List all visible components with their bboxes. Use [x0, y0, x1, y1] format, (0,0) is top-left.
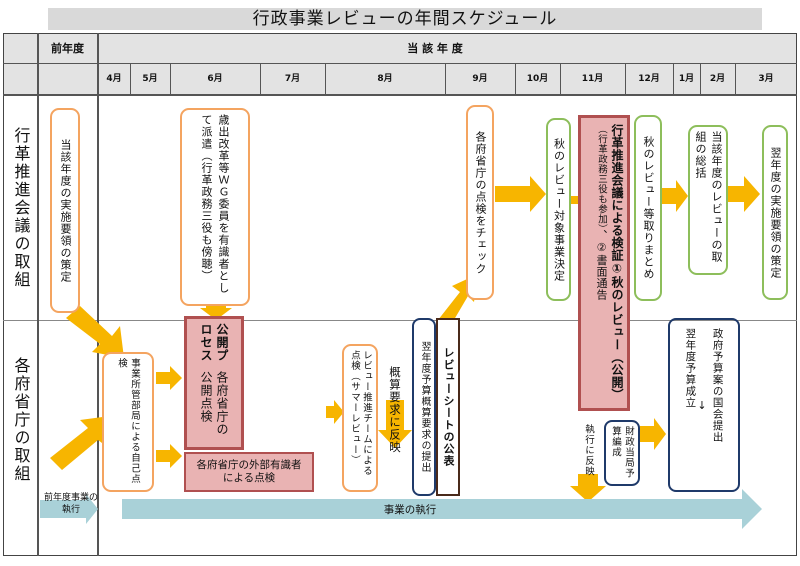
month-label: 3月: [758, 74, 774, 84]
label-exec-reflect: 執行に反映: [583, 423, 594, 477]
grid-line: [3, 63, 797, 64]
month-label: 12月: [638, 74, 660, 84]
month-label: 1月: [678, 74, 695, 84]
flow-arrow: [495, 176, 546, 212]
month-label: 11月: [581, 74, 604, 84]
month-label: 2月: [709, 74, 726, 84]
flow-arrows: [50, 176, 760, 502]
public-process-body: 各府省庁の公開点検: [199, 371, 229, 436]
verify-main: 行革推進会議による検証: [610, 124, 624, 262]
box-sheet-publish: レビューシートの公表: [436, 318, 460, 496]
label-prev-execution: 前年度事業の執行: [43, 493, 98, 515]
execution-arrow-current: [122, 489, 762, 529]
month-label: 8月: [377, 74, 393, 84]
box-public-process: 公開プロセス各府省庁の公開点検: [184, 316, 244, 450]
month-label: 9月: [472, 74, 488, 84]
box-summer-review: レビュー推進チームによる点検（サマーレビュー）: [342, 344, 378, 492]
grid-line: [3, 320, 797, 321]
box-self-check: 事業所管部局による自己点検: [102, 352, 154, 492]
flow-arrow: [378, 400, 412, 448]
header-background: [3, 33, 797, 95]
flow-arrow: [326, 400, 344, 424]
grid-line: [625, 63, 626, 95]
grid-line: [445, 63, 446, 95]
flow-arrow: [66, 306, 124, 358]
month-label: 6月: [207, 74, 223, 84]
month-label: 10月: [526, 74, 549, 84]
header-prev-year: 前年度: [51, 42, 84, 55]
page-title: 行政事業レビューの年間スケジュール: [48, 8, 762, 30]
flow-arrow: [156, 366, 182, 390]
box-next-policy: 翌年度の実施要領の策定: [762, 125, 788, 300]
verify-sub: （行革政務三役も参加）: [596, 124, 607, 230]
month-label: 4月: [106, 74, 122, 84]
grid-line: [97, 33, 99, 556]
grid-line: [735, 63, 736, 95]
flow-arrow: [50, 416, 110, 470]
box-budget-request: 翌年度予算概算要求の提出: [412, 318, 436, 496]
month-label: 7月: [284, 74, 301, 84]
label-budget-reflect: 概算要求に反映: [388, 366, 402, 454]
box-external-check: 各府省庁の外部有識者による点検: [184, 452, 314, 492]
grid-line: [325, 63, 326, 95]
flow-arrow: [660, 180, 688, 212]
box-finance: 財政当局予算編成: [604, 420, 640, 486]
box-check: 各府省庁の点検をチェック: [466, 105, 494, 300]
flow-arrow: [640, 418, 666, 450]
label-current-execution: 事業の執行: [383, 504, 437, 516]
arrow-down-icon: ↓: [697, 398, 707, 412]
box-wg-dispatch: 歳出改革等ＷＧ委員を有識者として派遣（行革政務三役も傍聴）: [180, 108, 250, 306]
flow-arrow: [156, 444, 182, 468]
grid-frame: [3, 33, 797, 556]
diet-text: 政府予算案の国会提出: [711, 328, 724, 443]
box-diet-submission: 政府予算案の国会提出 ↓ 翌年度予算成立: [668, 318, 740, 492]
verify-second: 、②書面通告: [595, 229, 608, 301]
grid-line: [515, 63, 516, 95]
row-label-ministries: 各府省庁の取組: [11, 357, 31, 483]
public-process-title: 公開プロセス: [199, 323, 229, 362]
grid-line: [260, 63, 261, 95]
box-autumn-summary: 秋のレビュー等取りまとめ: [634, 115, 662, 301]
execution-arrow-prev: [40, 494, 98, 524]
grid-line: [37, 33, 39, 556]
grid-line: [700, 63, 701, 95]
flow-arrow: [726, 176, 760, 212]
grid-line: [560, 63, 561, 95]
box-policy: 当該年度の実施要領の策定: [50, 108, 80, 313]
grid-line: [130, 63, 131, 95]
box-autumn-target: 秋のレビュー対象事業決定: [546, 118, 571, 301]
box-year-summary: 当該年度のレビューの取組の総括: [688, 125, 728, 275]
header-current-year: 当 該 年 度: [407, 42, 463, 55]
row-label-council: 行革推進会議の取組: [11, 126, 31, 289]
flow-arrow: [570, 474, 606, 502]
verify-first: ①秋のレビュー（公開）: [610, 261, 624, 402]
box-council-verification: 行革推進会議による検証①秋のレビュー（公開） （行革政務三役も参加）、②書面通告: [578, 115, 630, 411]
grid-line: [3, 94, 797, 96]
grid-line: [170, 63, 171, 95]
month-label: 5月: [142, 74, 158, 84]
next-budget-text: 翌年度予算成立: [684, 328, 697, 409]
grid-line: [673, 63, 674, 95]
